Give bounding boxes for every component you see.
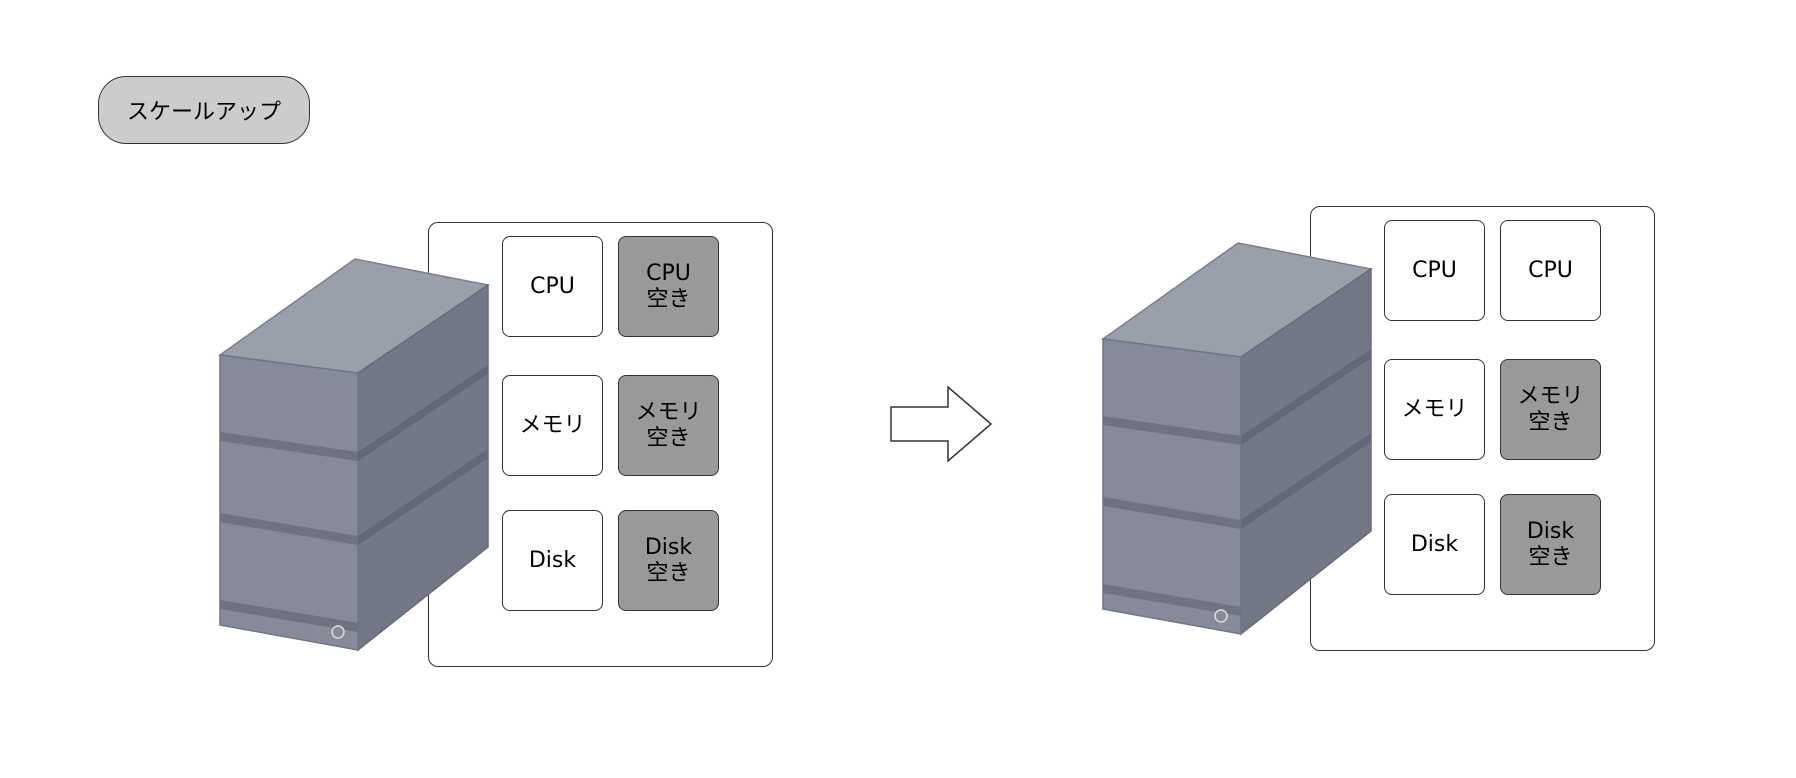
- before-cell-memory: メモリ: [502, 375, 603, 476]
- before-cell-memory-free: メモリ 空き: [618, 375, 719, 476]
- before-cell-disk-free: Disk 空き: [618, 510, 719, 611]
- cell-label: メモリ: [1401, 396, 1468, 422]
- after-cell-disk: Disk: [1384, 494, 1485, 595]
- cell-label: Disk: [1526, 519, 1575, 545]
- before-cell-cpu-free: CPU 空き: [618, 236, 719, 337]
- cell-sublabel: 空き: [1528, 409, 1573, 435]
- cell-label: Disk: [528, 547, 577, 573]
- cell-label: CPU: [1412, 257, 1457, 283]
- server-tower-icon: [1101, 242, 1373, 636]
- before-cell-disk: Disk: [502, 510, 603, 611]
- after-cell-memory-free: メモリ 空き: [1500, 359, 1601, 460]
- after-cell-cpu: CPU: [1384, 220, 1485, 321]
- after-cell-memory: メモリ: [1384, 359, 1485, 460]
- title-label: スケールアップ: [98, 76, 310, 144]
- cell-label: メモリ: [1517, 384, 1584, 410]
- cell-label: CPU: [530, 273, 575, 299]
- cell-label: メモリ: [519, 412, 586, 438]
- cell-label: CPU: [1528, 257, 1573, 283]
- cell-sublabel: 空き: [646, 286, 691, 312]
- cell-label: Disk: [644, 535, 693, 561]
- server-tower-icon: [218, 258, 490, 652]
- cell-label: メモリ: [635, 400, 702, 426]
- after-cell-cpu-added: CPU: [1500, 220, 1601, 321]
- cell-label: CPU: [646, 261, 691, 287]
- cell-sublabel: 空き: [646, 560, 691, 586]
- after-cell-disk-free: Disk 空き: [1500, 494, 1601, 595]
- right-arrow-icon: [890, 385, 993, 463]
- cell-label: Disk: [1410, 531, 1459, 557]
- cell-sublabel: 空き: [1528, 544, 1573, 570]
- before-cell-cpu: CPU: [502, 236, 603, 337]
- before-resource-panel: CPU CPU 空き メモリ メモリ 空き Disk Disk 空き: [428, 222, 773, 667]
- cell-sublabel: 空き: [646, 425, 691, 451]
